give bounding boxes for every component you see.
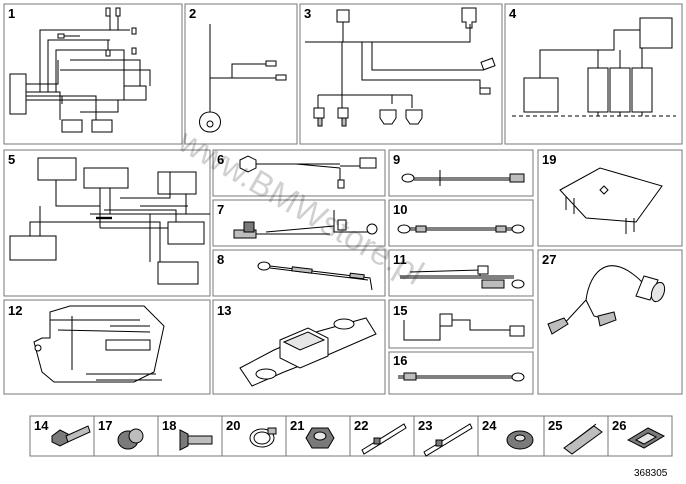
panel-10[interactable]: 10 [388, 199, 534, 247]
panel-6[interactable]: 6 [212, 149, 386, 197]
cable-cover-icon [33, 305, 165, 383]
wiring-harness-cable-icon [199, 24, 287, 133]
panel-6-number: 6 [217, 152, 224, 167]
panel-25[interactable]: 25 [543, 415, 609, 457]
battery-cable-clip-icon [233, 210, 378, 239]
wiring-harness-sensors-icon [305, 7, 496, 127]
hex-bolt-icon [51, 425, 91, 447]
panel-16[interactable]: 16 [388, 351, 534, 395]
panel-27[interactable]: 27 [537, 249, 683, 395]
panel-5[interactable]: 5 [3, 149, 211, 297]
panel-23[interactable]: 23 [413, 415, 479, 457]
panel-2[interactable]: 2 [184, 3, 298, 145]
cable-tie-icon [361, 423, 407, 455]
adapter-lead-icon [403, 313, 525, 341]
wiring-harness-body-icon [9, 157, 210, 285]
panel-14[interactable]: 14 [29, 415, 95, 457]
panel-15-number: 15 [393, 303, 407, 318]
panel-22[interactable]: 22 [349, 415, 415, 457]
panel-11[interactable]: 11 [388, 249, 534, 297]
battery-lead-icon [401, 170, 525, 186]
panel-16-number: 16 [393, 353, 407, 368]
socket-with-clamps-icon [547, 265, 666, 335]
panel-17[interactable]: 17 [93, 415, 159, 457]
panel-7-number: 7 [217, 202, 224, 217]
panel-24[interactable]: 24 [477, 415, 545, 457]
panel-10-number: 10 [393, 202, 407, 217]
countersunk-screw-icon [179, 429, 213, 451]
grommet-icon [117, 428, 144, 450]
panel-15[interactable]: 15 [388, 299, 534, 349]
cable-clip-icon [563, 423, 603, 455]
panel-26[interactable]: 26 [607, 415, 673, 457]
panel-3-number: 3 [304, 6, 311, 21]
panel-9-number: 9 [393, 152, 400, 167]
panel-1[interactable]: 1 [3, 3, 183, 145]
panel-17-number: 17 [98, 418, 112, 433]
panel-8-number: 8 [217, 252, 224, 267]
cable-with-plug-icon [239, 155, 377, 189]
panel-5-number: 5 [8, 152, 15, 167]
panel-11-number: 11 [393, 252, 407, 267]
fuse-lead-icon [400, 265, 525, 289]
panel-18-number: 18 [162, 418, 176, 433]
hex-nut-icon [305, 427, 335, 449]
panel-9[interactable]: 9 [388, 149, 534, 197]
panel-18[interactable]: 18 [157, 415, 223, 457]
fuse-cover-icon [559, 167, 663, 234]
panel-7[interactable]: 7 [212, 199, 386, 247]
panel-19-number: 19 [542, 152, 556, 167]
mega-fuse-icon [239, 317, 377, 387]
panel-22-number: 22 [354, 418, 368, 433]
panel-14-number: 14 [34, 418, 49, 433]
panel-25-number: 25 [548, 418, 562, 433]
panel-20-number: 20 [226, 418, 240, 433]
ground-lead-icon [397, 224, 525, 234]
panel-1-number: 1 [8, 6, 15, 21]
ground-strap-icon [257, 261, 373, 291]
panel-21[interactable]: 21 [285, 415, 351, 457]
panel-27-number: 27 [542, 252, 556, 267]
panel-21-number: 21 [290, 418, 304, 433]
panel-20[interactable]: 20 [221, 415, 287, 457]
panel-4[interactable]: 4 [504, 3, 683, 145]
panel-4-number: 4 [509, 6, 517, 21]
cable-holder-icon [626, 427, 666, 449]
panel-13-number: 13 [217, 303, 231, 318]
panel-2-number: 2 [189, 6, 196, 21]
panel-3[interactable]: 3 [299, 3, 503, 145]
diagram-code: 368305 [634, 468, 668, 479]
panel-8[interactable]: 8 [212, 249, 386, 297]
panel-12[interactable]: 12 [3, 299, 211, 395]
wiring-harness-modules-icon [512, 17, 676, 117]
panel-24-number: 24 [482, 418, 497, 433]
panel-23-number: 23 [418, 418, 432, 433]
rubber-ring-icon [506, 430, 534, 450]
panel-26-number: 26 [612, 418, 626, 433]
panel-13[interactable]: 13 [212, 299, 386, 395]
cable-tie-long-icon [423, 423, 473, 457]
connecting-lead-icon [398, 372, 525, 382]
panel-12-number: 12 [8, 303, 22, 318]
wiring-harness-main-icon [9, 7, 151, 133]
panel-19[interactable]: 19 [537, 149, 683, 247]
hose-clamp-icon [249, 427, 277, 448]
